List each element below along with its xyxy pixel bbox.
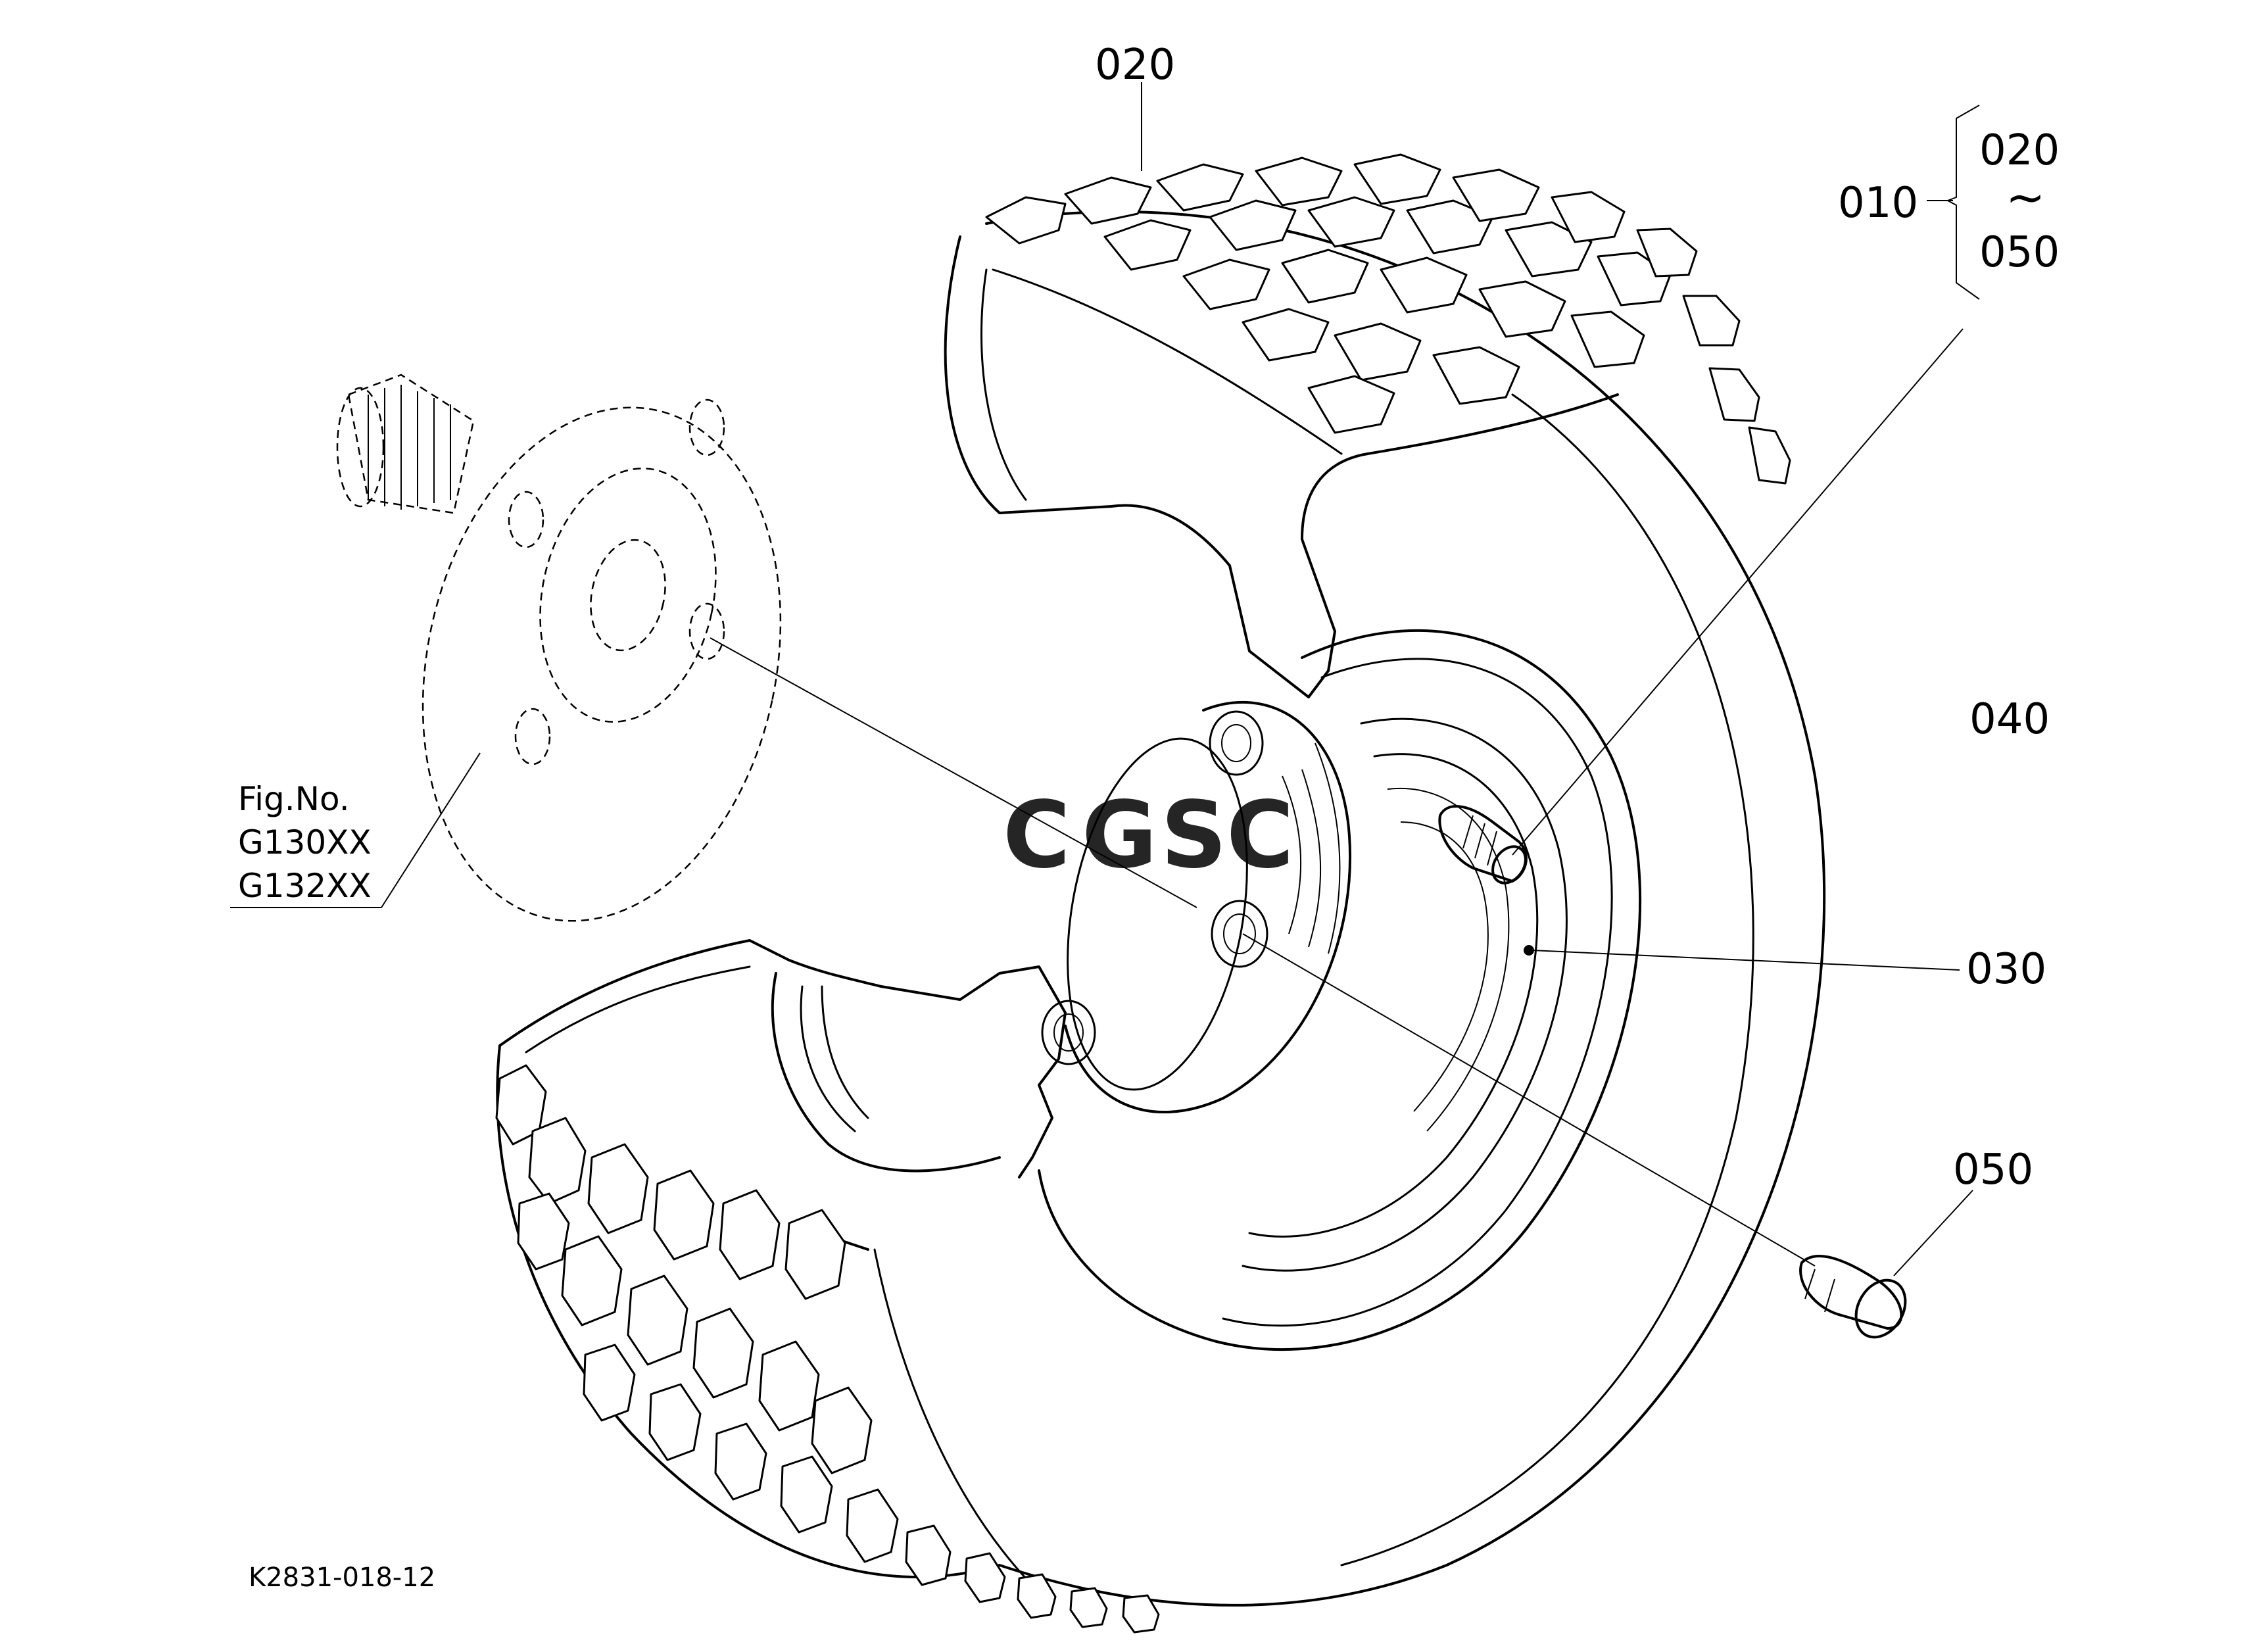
nut-050 xyxy=(1799,1255,1907,1339)
leader-lines xyxy=(230,82,1980,1276)
watermark-letter-2: G xyxy=(1082,782,1157,889)
watermark-letter-3: S xyxy=(1161,782,1227,889)
top-tread-blocks xyxy=(985,153,1791,485)
valve-040 xyxy=(1438,805,1528,885)
figure-ref-line2: G130XX xyxy=(238,823,372,861)
hub-flange-reference xyxy=(336,374,782,922)
watermark-letter-4: C xyxy=(1226,782,1294,889)
drawing-code: K2831-018-12 xyxy=(249,1563,435,1593)
figure-ref-line3: G132XX xyxy=(238,867,372,905)
label-040: 040 xyxy=(1969,695,2050,744)
watermark-letter-1: C xyxy=(1003,782,1071,889)
label-range-start: 020 xyxy=(1979,126,2060,175)
label-050: 050 xyxy=(1953,1146,2033,1194)
figure-ref-line1: Fig.No. xyxy=(238,780,350,818)
watermark-logo: C G S C xyxy=(1003,782,1294,889)
tire-020 xyxy=(495,153,1826,1634)
bottom-tread-blocks xyxy=(495,1064,1160,1634)
label-range-end: 050 xyxy=(1979,228,2060,277)
label-020: 020 xyxy=(1095,41,1175,89)
label-range-separator: ~ xyxy=(2006,170,2045,225)
label-030: 030 xyxy=(1966,945,2046,994)
label-010: 010 xyxy=(1838,179,1918,228)
rim-030 xyxy=(1038,629,1641,1351)
